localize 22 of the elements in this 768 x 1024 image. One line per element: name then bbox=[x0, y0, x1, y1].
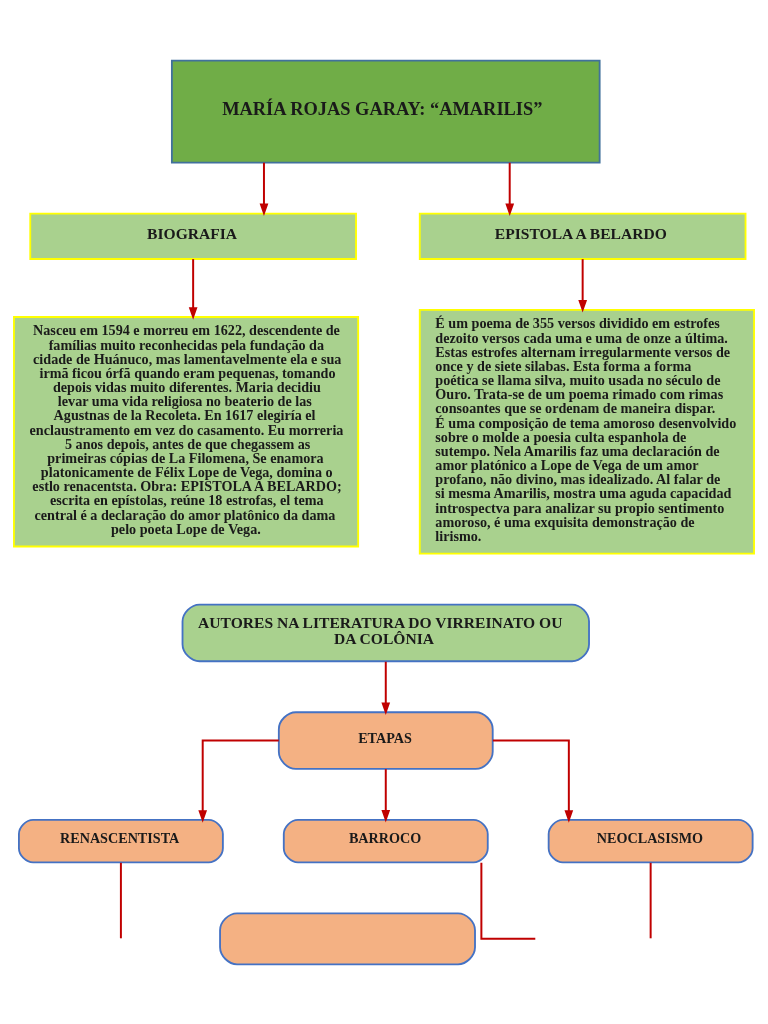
arrow bbox=[198, 739, 280, 823]
node-box: Nasceu em 1594 e morreu em 1622, descendente de famílias muito reconhecidas pela fundação da cidade de Huánuco, mas lamentavelmente ela e sua irmã ficou órfã quando eram pequenas, tomando depois vidas muito diferentes. Maria decidiu levar uma vida religiosa no beaterio de las Agustnas de la Recoleta. En 1617 elegiría el enclaustramento em vez do casamento. Eu morreria 5 anos depois, antes de que chegassem as primeiras cópias de La Filomena, Se enamora platonicamente de Félix Lope de Vega, domina o estlo renacentsta. Obra: EPISTOLA A BELARDO; escrita en epístolas, reúne 18 estrofas, el tema central é a declaração do amor platônico da dama pelo poeta Lope de Vega. bbox=[13, 315, 360, 547]
node-box: BIOGRAFIA bbox=[29, 212, 357, 260]
connector bbox=[480, 861, 537, 940]
arrow bbox=[381, 767, 391, 823]
node-box: RENASCENTISTA bbox=[18, 818, 224, 863]
node-box: MARÍA ROJAS GARAY: “AMARILIS” bbox=[170, 59, 601, 164]
arrow bbox=[259, 161, 269, 216]
arrow bbox=[381, 660, 391, 715]
connector bbox=[119, 861, 122, 939]
arrow bbox=[491, 739, 574, 823]
arrow bbox=[578, 257, 588, 313]
node-box: AUTORES NA LITERATURA DO VIRREINATO OU DA COLÔNIA bbox=[181, 603, 590, 662]
connector bbox=[649, 861, 652, 939]
node-box: NEOCLASISMO bbox=[547, 818, 754, 863]
arrow bbox=[188, 257, 198, 320]
node-box: BARROCO bbox=[282, 818, 489, 863]
node-box bbox=[219, 911, 476, 965]
node-box: É um poema de 355 versos dividido em estrofes dezoito versos cada uma e uma de onze a última. Estas estrofes alternam irregularmente versos de once y de siete silabas. Esta forma a forma poética se llama silva, muito usada no século de Ouro. Trata-se de um poema rimado com rimas consoantes que se ordenam de maneira dispar. É uma composição de tema amoroso desenvolvido sobre o molde a poesia culta espanhola de sutempo. Nela Amarilis faz uma declaración de amor platónico a Lope de Vega de um amor profano, não divino, mas idealizado. Al falar de si mesma Amarilis, mostra uma aguda capacidad introspectva para analizar su propio sentimento amoroso, é uma exquisita demonstração de lirismo. bbox=[418, 308, 755, 554]
node-box: ETAPAS bbox=[277, 710, 494, 770]
node-box: EPISTOLA A BELARDO bbox=[418, 212, 747, 260]
arrow bbox=[505, 161, 515, 216]
